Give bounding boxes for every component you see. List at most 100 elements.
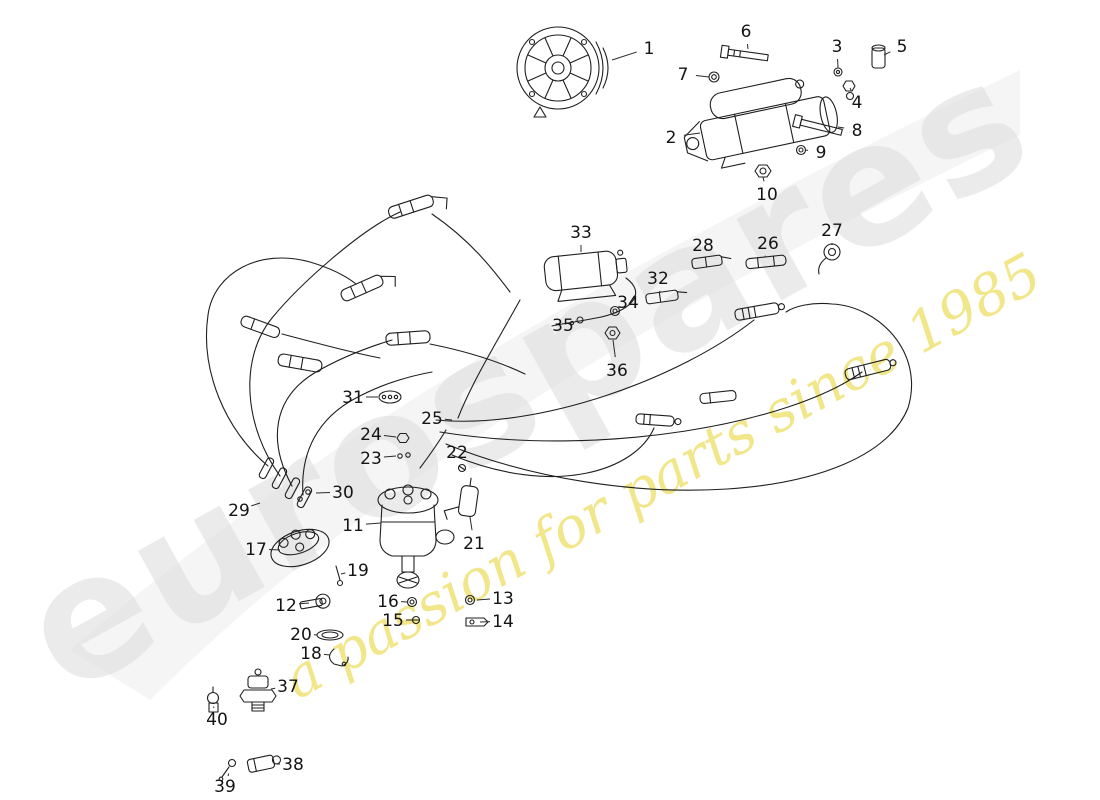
part-4-nut <box>842 80 856 101</box>
part-24-nut <box>396 432 410 444</box>
part-label-7: 7 <box>678 65 689 85</box>
leader-line-8 <box>837 126 845 129</box>
part-label-12: 12 <box>275 596 297 616</box>
leader-line-2 <box>683 132 701 136</box>
part-label-3: 3 <box>832 37 843 57</box>
part-label-23: 23 <box>360 449 382 469</box>
part-22-screw <box>457 463 467 473</box>
part-19-screw <box>335 565 344 587</box>
leader-line-24 <box>383 435 397 438</box>
part-label-19: 19 <box>347 561 369 581</box>
part-label-2: 2 <box>666 128 677 148</box>
part-40-switch <box>206 686 220 713</box>
part-label-35: 35 <box>552 316 574 336</box>
part-13-washer <box>464 594 476 606</box>
part-label-26: 26 <box>757 234 779 254</box>
part-label-9: 9 <box>816 143 827 163</box>
part-label-27: 27 <box>821 221 843 241</box>
part-35-terminal <box>569 316 584 326</box>
leader-line-5 <box>883 51 891 56</box>
part-1-alternator <box>516 26 609 118</box>
part-27-elbow-plug <box>818 243 841 275</box>
part-37-oil-pressure-sender <box>239 668 277 712</box>
part-label-13: 13 <box>492 589 514 609</box>
wiring-harness <box>205 211 913 496</box>
part-12-rotor <box>299 593 331 610</box>
drawing-layer <box>205 26 913 782</box>
leader-line-25 <box>444 418 453 421</box>
part-label-30: 30 <box>332 483 354 503</box>
part-label-37: 37 <box>277 677 299 697</box>
part-5-sleeve <box>871 44 886 69</box>
leader-line-36 <box>612 339 616 358</box>
part-label-11: 11 <box>342 516 364 536</box>
part-label-24: 24 <box>360 425 382 445</box>
part-label-1: 1 <box>644 39 655 59</box>
part-label-28: 28 <box>692 236 714 256</box>
part-label-33: 33 <box>570 223 592 243</box>
part-36-nut <box>604 326 621 340</box>
part-label-6: 6 <box>741 22 752 42</box>
part-31-cable-clip <box>378 390 402 404</box>
part-label-18: 18 <box>300 644 322 664</box>
part-label-10: 10 <box>756 185 778 205</box>
leader-line-4 <box>849 87 852 91</box>
part-label-21: 21 <box>463 534 485 554</box>
part-32-connector <box>645 289 688 305</box>
leader-line-39 <box>227 773 230 777</box>
leader-line-30 <box>315 491 331 494</box>
part-21-condenser <box>443 477 479 520</box>
part-16-washer <box>406 596 418 608</box>
part-label-17: 17 <box>245 540 267 560</box>
part-18-clamp <box>328 648 349 667</box>
part-label-22: 22 <box>446 443 468 463</box>
part-label-29: 29 <box>228 501 250 521</box>
part-7-washer <box>708 71 720 83</box>
part-15-screw <box>411 615 421 625</box>
leader-line-7 <box>695 74 710 78</box>
part-label-14: 14 <box>492 612 514 632</box>
part-34-ring <box>609 305 621 317</box>
part-label-38: 38 <box>282 755 304 775</box>
part-label-16: 16 <box>377 592 399 612</box>
leader-line-10 <box>762 176 765 182</box>
part-3-washer <box>833 67 843 77</box>
leader-line-37 <box>270 687 276 690</box>
spark-plug-boots-left <box>240 194 448 373</box>
spark-plug-boots-right <box>635 302 897 427</box>
part-14-contact-lever <box>465 617 489 627</box>
leader-line-18 <box>323 653 331 656</box>
part-label-5: 5 <box>897 37 908 57</box>
part-28-connector <box>691 254 732 270</box>
part-10-nut <box>754 164 772 178</box>
part-39-pin <box>218 758 237 782</box>
leader-line-21 <box>469 516 473 531</box>
leader-line-23 <box>383 455 397 458</box>
leader-line-6 <box>746 43 749 50</box>
watermark-swoosh <box>70 70 1020 700</box>
leader-line-29 <box>251 502 261 507</box>
part-label-4: 4 <box>852 93 863 113</box>
part-label-40: 40 <box>206 710 228 730</box>
part-6-bolt <box>719 44 769 62</box>
part-8-bolt <box>792 114 843 136</box>
part-label-39: 39 <box>214 777 236 797</box>
part-38-switch <box>246 754 282 773</box>
watermark: eurospares a passion for parts since 198… <box>0 19 1062 733</box>
harness-terminals <box>258 457 313 509</box>
part-2-starter-motor <box>683 77 838 169</box>
part-label-8: 8 <box>852 121 863 141</box>
part-17-distributor-cap <box>270 528 330 568</box>
part-11-distributor <box>377 484 455 589</box>
part-label-15: 15 <box>382 611 404 631</box>
part-label-32: 32 <box>647 269 669 289</box>
leader-line-19 <box>340 572 346 575</box>
part-23-screws <box>397 452 411 459</box>
part-label-20: 20 <box>290 625 312 645</box>
part-label-25: 25 <box>421 409 443 429</box>
leader-line-13 <box>476 598 491 601</box>
part-label-36: 36 <box>606 361 628 381</box>
